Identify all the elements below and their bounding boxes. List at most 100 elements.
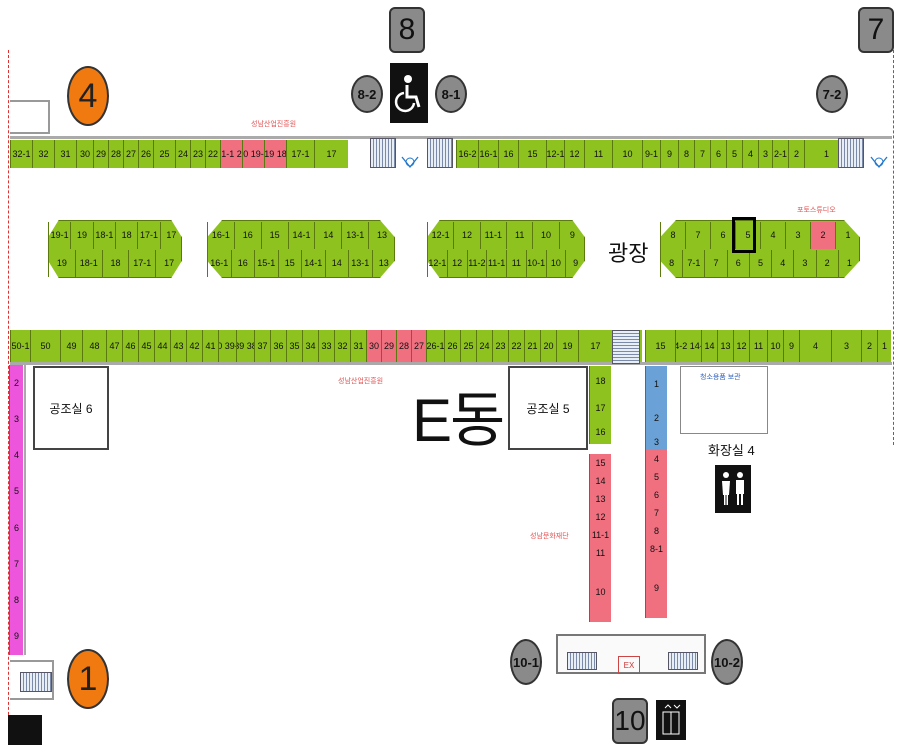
stall[interactable]: 14 xyxy=(701,330,717,362)
stall[interactable]: 17 xyxy=(314,140,348,168)
stall[interactable]: 17-1 xyxy=(137,222,159,249)
stall[interactable]: 32-1 xyxy=(10,140,32,168)
stall[interactable]: 43 xyxy=(170,330,186,362)
stall[interactable]: 2 xyxy=(788,140,804,168)
stall[interactable]: 15-1 xyxy=(254,250,278,277)
stall[interactable]: 21-1 21 xyxy=(220,140,242,168)
stall[interactable]: 16-1 xyxy=(207,222,234,249)
stall[interactable]: 33 xyxy=(318,330,334,362)
stall[interactable]: 40 39-1 xyxy=(218,330,236,362)
exit-7-2[interactable]: 7-2 xyxy=(816,75,848,113)
stall[interactable]: 1 xyxy=(837,250,860,277)
stall[interactable]: 10 xyxy=(612,140,642,168)
stall[interactable]: 7 xyxy=(685,222,710,249)
stall[interactable]: 26 xyxy=(138,140,153,168)
stall[interactable]: 13 xyxy=(717,330,733,362)
stall[interactable]: 10-1 xyxy=(525,250,546,277)
stall[interactable]: 15 xyxy=(589,454,611,472)
stall[interactable]: 12-1 xyxy=(427,250,447,277)
stall[interactable]: 46 xyxy=(122,330,138,362)
stall[interactable]: 6 xyxy=(726,250,749,277)
stall[interactable]: 41 xyxy=(202,330,218,362)
stall[interactable]: 9 xyxy=(660,140,678,168)
stall[interactable]: 7 xyxy=(9,546,23,583)
stall[interactable]: 11 xyxy=(589,544,611,562)
stall[interactable]: 32 xyxy=(334,330,350,362)
stall[interactable]: 15 xyxy=(277,250,302,277)
stall[interactable]: 44 xyxy=(154,330,170,362)
stall[interactable]: 1 xyxy=(877,330,891,362)
stall[interactable]: 11 xyxy=(749,330,767,362)
stall[interactable]: 11-2 xyxy=(466,250,487,277)
stall[interactable]: 29 xyxy=(93,140,108,168)
stall[interactable]: 42 xyxy=(186,330,202,362)
stall[interactable]: 14-2 14-1 xyxy=(675,330,701,362)
exit-7[interactable]: 7 xyxy=(858,7,894,53)
stall[interactable]: 49 xyxy=(60,330,82,362)
stall[interactable]: 10 xyxy=(767,330,783,362)
stall[interactable]: 22 xyxy=(205,140,220,168)
stall[interactable]: 26-1 xyxy=(426,330,444,362)
exit-8-2[interactable]: 8-2 xyxy=(351,75,383,113)
stall[interactable]: 2 xyxy=(815,250,838,277)
stall[interactable]: 16 xyxy=(230,250,255,277)
stall[interactable]: 9 xyxy=(783,330,799,362)
stall[interactable]: 50 xyxy=(30,330,60,362)
stall[interactable]: 8 xyxy=(660,250,682,277)
stall[interactable]: 3 xyxy=(758,140,772,168)
stall[interactable]: 10 xyxy=(545,250,566,277)
stall[interactable]: 8 xyxy=(9,582,23,619)
stall[interactable]: 2-1 xyxy=(772,140,788,168)
stall[interactable]: 16 xyxy=(498,140,518,168)
stall[interactable]: 24 xyxy=(476,330,492,362)
stall[interactable]: 11 xyxy=(506,222,532,249)
stall[interactable]: 19 xyxy=(70,222,92,249)
stall[interactable]: 8 xyxy=(678,140,694,168)
stall[interactable]: 29 xyxy=(381,330,396,362)
stall[interactable]: 8-1 xyxy=(645,540,667,558)
stall[interactable]: 12 xyxy=(564,140,584,168)
stall[interactable]: 2 xyxy=(645,402,667,434)
stall[interactable]: 17 xyxy=(159,222,182,249)
exit-1[interactable]: 1 xyxy=(67,649,109,709)
stall[interactable]: 2 xyxy=(810,222,835,249)
stall[interactable]: 4 xyxy=(9,437,23,474)
stall[interactable]: 48 xyxy=(82,330,106,362)
stall[interactable]: 12 xyxy=(733,330,749,362)
stall[interactable]: 6 xyxy=(645,486,667,504)
stall[interactable]: 14 xyxy=(324,250,349,277)
stall[interactable]: 15 xyxy=(260,222,288,249)
stall[interactable]: 16 xyxy=(233,222,261,249)
exit-10-2[interactable]: 10-2 xyxy=(711,639,743,685)
stall[interactable]: 27 xyxy=(123,140,138,168)
stall[interactable]: 10 xyxy=(589,562,611,622)
stall[interactable]: 26 xyxy=(444,330,460,362)
stall[interactable]: 25 xyxy=(153,140,175,168)
stall[interactable]: 14 xyxy=(589,472,611,490)
exit-10-1[interactable]: 10-1 xyxy=(510,639,542,685)
stall[interactable]: 5 xyxy=(9,473,23,510)
stall[interactable]: 16-1 xyxy=(207,250,231,277)
stall[interactable]: 30 xyxy=(76,140,93,168)
stall[interactable]: 18 xyxy=(101,250,129,277)
stall[interactable]: 23 xyxy=(492,330,508,362)
exit-10[interactable]: 10 xyxy=(612,698,648,744)
stall[interactable]: 7-1 xyxy=(682,250,704,277)
stall[interactable]: 30 xyxy=(366,330,381,362)
stall[interactable]: 28 xyxy=(396,330,411,362)
stall[interactable]: 37 xyxy=(254,330,270,362)
stall[interactable]: 7 xyxy=(704,250,726,277)
stall[interactable]: 18-1 xyxy=(74,250,102,277)
stall[interactable]: 12 xyxy=(446,250,467,277)
stall[interactable]: 11-1 xyxy=(589,526,611,544)
stall[interactable]: 45 xyxy=(138,330,154,362)
stall[interactable]: 15 xyxy=(645,330,675,362)
stall[interactable]: 27 xyxy=(411,330,426,362)
stall[interactable]: 11-1 xyxy=(479,222,506,249)
stall[interactable]: 19 xyxy=(556,330,578,362)
stall[interactable]: 4 xyxy=(645,450,667,468)
stall[interactable]: 16-1 xyxy=(478,140,498,168)
highlight-stall-6[interactable] xyxy=(732,217,756,253)
stall[interactable]: 19 18 xyxy=(264,140,286,168)
stall[interactable]: 14-1 xyxy=(287,222,315,249)
